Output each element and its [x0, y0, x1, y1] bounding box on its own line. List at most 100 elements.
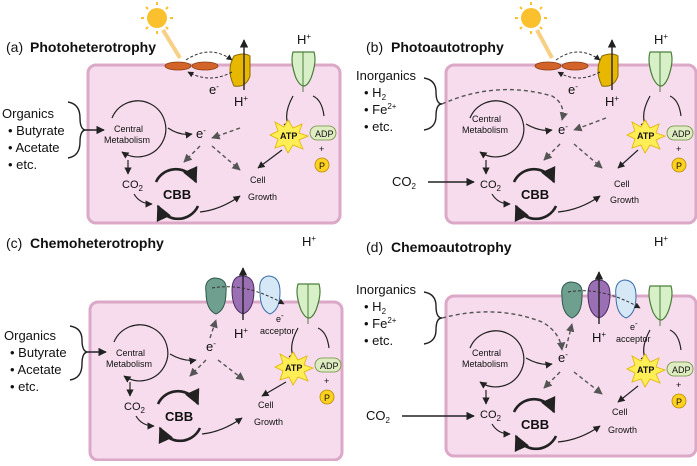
- proton-label-top: H+: [654, 32, 668, 47]
- source-organics: Organics • Butyrate • Acetate • etc.: [2, 101, 105, 172]
- co2-input-label: CO2: [392, 174, 417, 191]
- adp-badge: ADP: [309, 125, 337, 141]
- source-item: • etc.: [364, 333, 393, 348]
- acceptor-label: acceptor: [616, 334, 651, 344]
- complex-i-icon: [561, 281, 583, 319]
- growth-label: Growth: [254, 417, 283, 427]
- cm-label-1: Central: [116, 348, 145, 358]
- phosphate-icon: P: [314, 157, 330, 173]
- cm-label-2: Metabolism: [104, 135, 150, 145]
- proton-label: H+: [605, 94, 619, 109]
- electron-pool-label: e-: [558, 350, 568, 365]
- panel-title: (d) Chemoautotrophy: [366, 239, 512, 255]
- atp-label: ATP: [637, 131, 654, 141]
- phosphate-label: P: [319, 161, 325, 171]
- central-metabolism-cycle: Central Metabolism: [462, 330, 525, 389]
- panel-letter: (d): [366, 239, 383, 255]
- atp-synthase-icon: [291, 51, 316, 92]
- co2-label: CO2: [122, 179, 144, 193]
- atp-to-growth-arrow: [257, 149, 283, 169]
- electron-to-cbb-arrow: [183, 145, 201, 163]
- source-item: • etc.: [8, 157, 37, 172]
- panel-letter: (c): [6, 235, 22, 251]
- phosphate-icon: P: [671, 157, 687, 173]
- cm-label-2: Metabolism: [462, 359, 508, 369]
- atp-label: ATP: [280, 131, 297, 141]
- atp-to-growth-arrow: [617, 149, 639, 169]
- cell-label: Cell: [612, 407, 628, 417]
- electron-transport-chain: [561, 271, 641, 324]
- cm-label-1: Central: [472, 114, 501, 124]
- cbb-label: CBB: [521, 417, 549, 432]
- light-electron-arrow: [211, 127, 241, 140]
- light-electron-arrow: [573, 117, 607, 132]
- source-brace: [69, 325, 89, 381]
- antenna-complex-icon: [164, 61, 219, 71]
- plus-sign: +: [324, 376, 329, 386]
- electron-return-arrow: [187, 71, 233, 79]
- panel-d: (d) Chemoautotrophy H+ e- acceptor H+ AT…: [356, 234, 697, 458]
- source-inorganics: Inorganics • H2 • Fe2+ • etc.: [356, 282, 566, 351]
- cbb-cycle: CBB: [154, 165, 200, 223]
- metabolism-electron-arrow: [525, 357, 553, 369]
- electron-to-growth-arrow: [573, 371, 603, 395]
- source-brace: [423, 291, 443, 345]
- reaction-center-icon: [229, 39, 251, 90]
- proton-label-top: H+: [302, 234, 316, 249]
- source-heading: Organics: [2, 106, 55, 121]
- growth-label: Growth: [610, 195, 639, 205]
- atp-label: ATP: [637, 365, 654, 375]
- metabolism-electron-arrow: [169, 353, 197, 365]
- electron-to-growth-arrow: [211, 145, 241, 171]
- source-item: • H2: [364, 299, 387, 316]
- co2-input-label: CO2: [366, 408, 391, 425]
- cbb-to-growth-arrow: [201, 417, 243, 435]
- atp-synthase-icon: [648, 285, 673, 326]
- adp-label: ADP: [315, 129, 334, 139]
- source-inorganics: Inorganics • H2 • Fe2+ • etc.: [356, 68, 568, 134]
- panel-c: (c) Chemoheterotrophy H+ e- acceptor H+ …: [4, 234, 344, 462]
- adp-label: ADP: [672, 129, 691, 139]
- acceptor-label: acceptor: [260, 326, 295, 336]
- plus-sign: +: [676, 380, 681, 390]
- cbb-cycle: CBB: [512, 395, 558, 453]
- phosphate-label: P: [676, 397, 682, 407]
- adp-badge: ADP: [666, 361, 694, 377]
- source-item: • H2: [364, 85, 387, 102]
- cell-membrane: [444, 294, 697, 458]
- electron-cycle-arrow: [185, 51, 233, 61]
- source-organics: Organics • Butyrate • Acetate • etc.: [4, 325, 107, 394]
- adp-badge: ADP: [314, 357, 342, 373]
- central-metabolism-cycle: Central Metabolism: [104, 100, 167, 159]
- source-item: • Fe2+: [364, 102, 397, 117]
- co2-label: CO2: [480, 179, 502, 193]
- source-item: • etc.: [364, 119, 393, 134]
- source-item: • Acetate: [10, 362, 62, 377]
- inorganic-electron-arrow: [441, 88, 568, 121]
- panel-letter: (b): [366, 39, 383, 55]
- adp-label: ADP: [672, 365, 691, 375]
- metabolism-electron-arrow: [167, 127, 193, 139]
- metabolism-electron-arrow: [525, 123, 553, 135]
- panel-title-text: Chemoautotrophy: [391, 239, 512, 255]
- electron-pool-label: e-: [558, 122, 568, 137]
- reaction-center-icon: [597, 39, 619, 90]
- phosphate-icon: P: [319, 389, 335, 405]
- growth-label: Growth: [248, 192, 277, 202]
- panel-title-text: Chemoheterotrophy: [30, 235, 164, 251]
- source-item: • Acetate: [8, 140, 60, 155]
- terminal-oxidase-icon: [615, 279, 637, 319]
- atp-synthase-icon: [296, 283, 321, 324]
- cbb-to-growth-arrow: [557, 425, 601, 443]
- antenna-complex-icon: [534, 61, 589, 71]
- electron-to-growth-arrow: [573, 143, 603, 169]
- panel-title: (a) Photoheterotrophy: [6, 39, 156, 55]
- sun-icon: [515, 2, 554, 59]
- co2-to-cbb-arrow: [135, 415, 155, 430]
- panel-title-text: Photoautotrophy: [391, 39, 504, 55]
- atp-to-growth-arrow: [261, 381, 287, 397]
- source-item: • Fe2+: [364, 316, 397, 331]
- source-item: • Butyrate: [10, 345, 67, 360]
- plus-sign: +: [676, 144, 681, 154]
